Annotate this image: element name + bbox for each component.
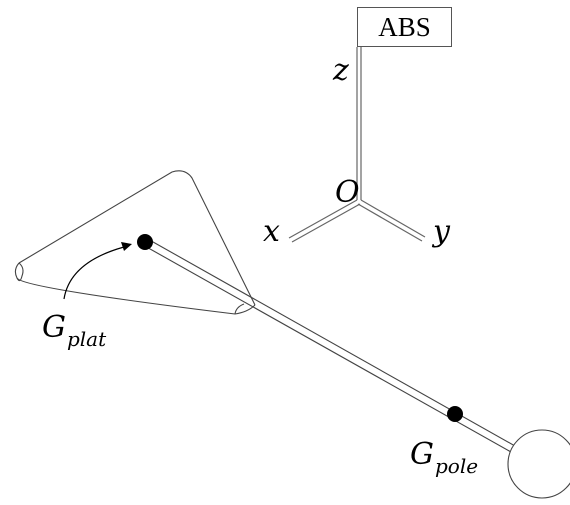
platform-com-symbol: G [42,310,66,345]
pole-end-sphere [507,429,570,499]
platform [14,170,256,315]
x-axis [288,199,361,243]
y-axis-label: y [433,214,450,249]
platform-com-label: Gplat [42,310,106,350]
origin-label: O [335,175,360,210]
platform-com-subscript: plat [66,327,107,351]
platform-pointer-arrow [63,246,125,300]
pole-com-subscript: pole [434,454,479,478]
abs-frame-label: ABS [357,7,452,47]
pole-center-of-mass-dot [447,406,463,422]
arrowhead-icon [121,242,132,251]
y-axis [357,199,426,242]
pole-com-label: Gpole [410,437,478,477]
x-axis-label: x [263,214,280,249]
platform-center-of-mass-dot [137,234,153,250]
z-axis [356,47,362,200]
pole-com-symbol: G [410,437,434,472]
z-axis-label: z [333,53,349,88]
